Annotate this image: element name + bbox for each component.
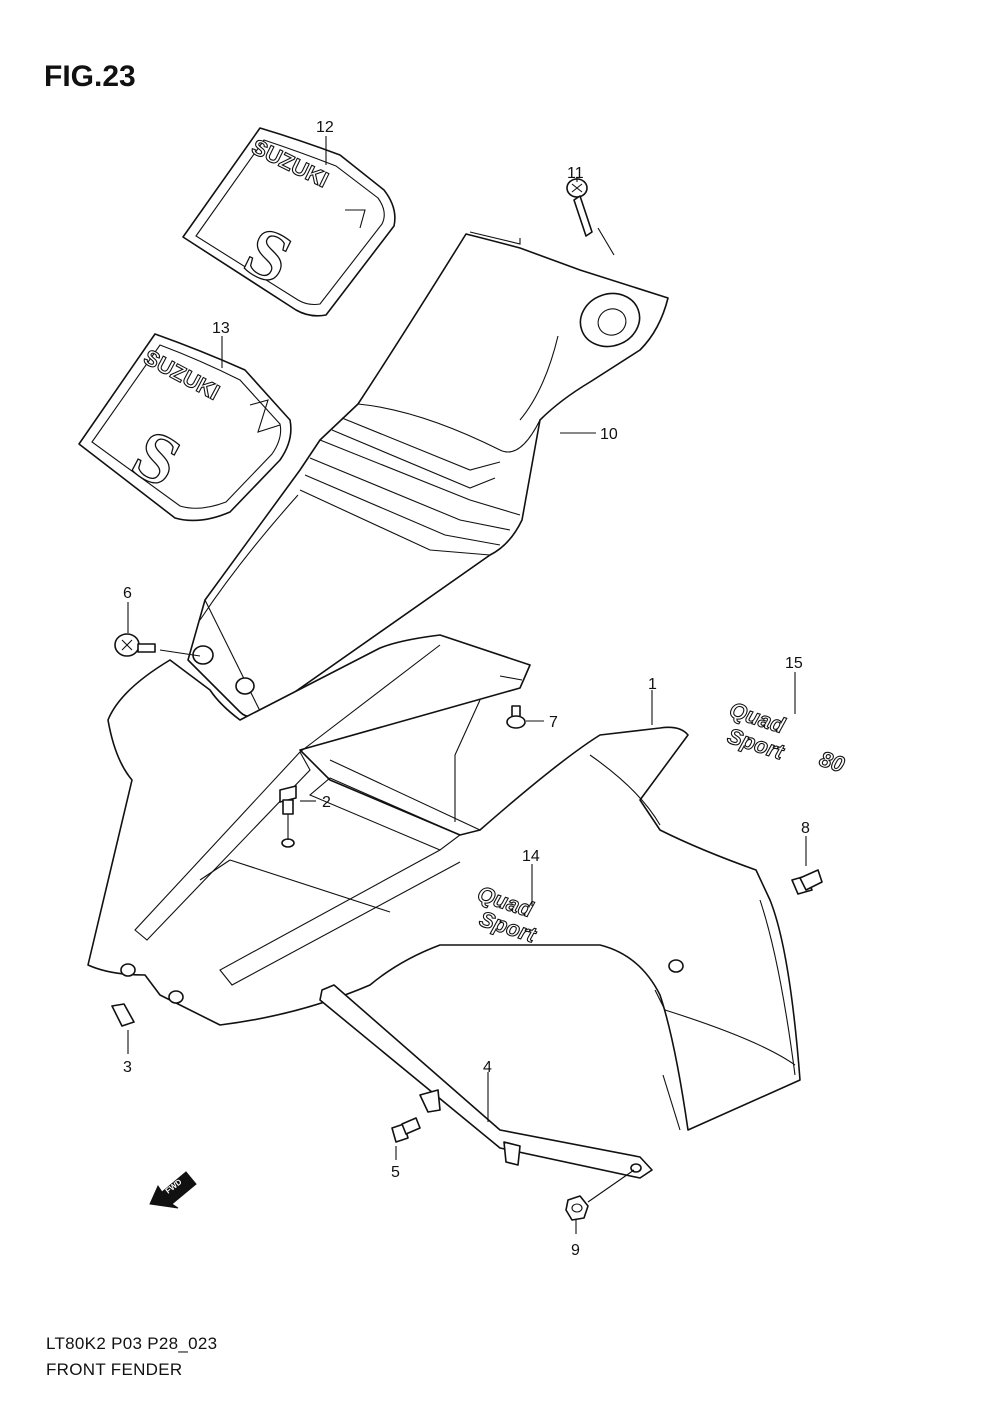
callout-10: 10 [600,426,618,443]
figure-title: FIG.23 [44,60,136,93]
callout-9: 9 [571,1242,580,1259]
callout-12: 12 [316,119,334,136]
leader-lines [127,136,807,1234]
callout-4: 4 [483,1059,492,1076]
screw-11[interactable] [566,178,593,237]
nose-cover-10[interactable] [187,231,669,718]
callout-6: 6 [123,585,132,602]
callout-11: 11 [567,165,584,182]
callout-3: 3 [123,1059,132,1076]
bolt-5[interactable] [391,1117,421,1143]
screw-6[interactable] [114,633,156,657]
callout-8: 8 [801,820,810,837]
decal-15-80-text: 80 [816,746,848,778]
decal-15[interactable]: Quad Sport 80 [724,696,849,778]
forward-direction-arrow: FWD [149,1171,197,1209]
bolt-8[interactable] [791,869,823,895]
callout-1: 1 [648,676,657,693]
diagram-name: FRONT FENDER [46,1360,183,1379]
decal-13-s-mark: S [120,413,193,502]
clip-nut-3[interactable] [111,1003,135,1027]
decal-13[interactable]: SUZUKI S [78,333,292,522]
callout-numbers: 1 2 3 4 5 6 7 8 9 10 11 12 13 14 15 [123,119,810,1259]
bracket-4[interactable] [319,984,653,1179]
front-fender-1[interactable] [87,634,801,1131]
callout-15: 15 [785,655,803,672]
callout-14: 14 [522,848,540,865]
callout-2: 2 [322,794,331,811]
decal-12-s-mark: S [233,210,304,299]
decal-12[interactable]: SUZUKI S [182,127,396,317]
callout-7: 7 [549,714,558,731]
bolt-7[interactable] [506,705,526,729]
decal-12-brand-text: SUZUKI [248,134,333,192]
bolt-2[interactable] [279,785,297,840]
nut-9[interactable] [565,1195,589,1221]
callout-13: 13 [212,320,230,337]
callout-5: 5 [391,1164,400,1181]
diagram-code: LT80K2 P03 P28_023 [46,1334,218,1353]
